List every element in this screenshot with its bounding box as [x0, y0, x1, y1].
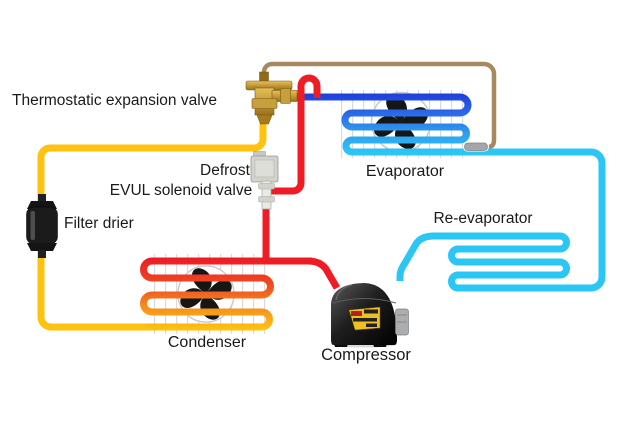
- label-compressor: Compressor: [321, 346, 411, 364]
- label-defrost-line2: EVUL solenoid valve: [110, 182, 252, 199]
- sensing-bulb: [463, 141, 489, 152]
- label-evaporator: Evaporator: [366, 163, 445, 180]
- expansion-valve: [245, 71, 298, 125]
- evaporator-coil: [288, 93, 472, 156]
- label-filter-drier: Filter drier: [64, 215, 134, 232]
- defrost-hot-gas-riser-pipe: [270, 74, 321, 195]
- sensing-capillary-line: [261, 61, 497, 150]
- solenoid-valve: [250, 151, 279, 210]
- label-condenser: Condenser: [168, 334, 247, 351]
- suction-line-pipe: [396, 148, 606, 292]
- liquid-line-pipe: [37, 118, 267, 331]
- label-re-evaporator: Re-evaporator: [433, 210, 532, 227]
- filter-drier: [26, 194, 58, 258]
- label-expansion-valve: Thermostatic expansion valve: [12, 92, 217, 109]
- condenser-coil: [140, 257, 312, 331]
- label-defrost-line1: Defrost: [200, 162, 251, 179]
- compressor-discharge-pipe: [266, 257, 341, 290]
- compressor: [331, 283, 409, 348]
